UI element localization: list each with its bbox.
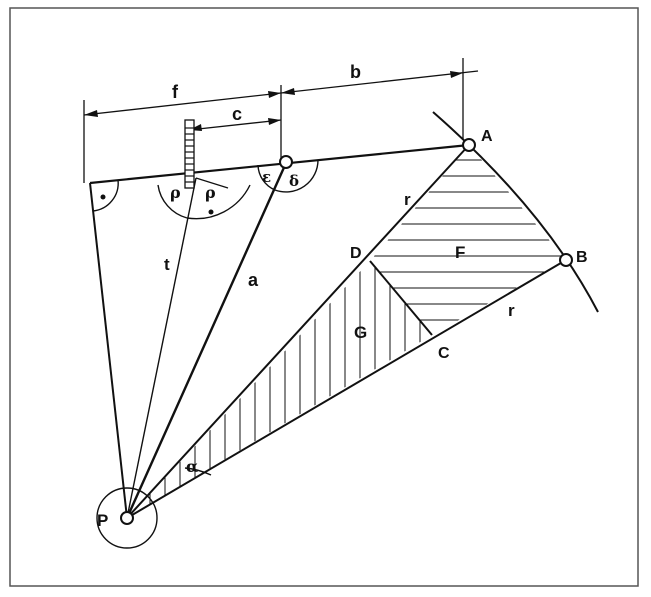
label-rho-right: ρ <box>205 183 216 202</box>
circle-around-p <box>96 487 158 549</box>
line-pb <box>126 259 567 519</box>
arrow-f-right <box>268 91 281 98</box>
label-r-upper: r <box>404 190 411 209</box>
label-c-point: C <box>438 345 450 362</box>
label-d-point: D <box>350 245 362 262</box>
right-angle-dot-rho <box>208 209 214 215</box>
ranging-rod-marks <box>185 127 194 183</box>
line-left-vertical <box>89 182 128 519</box>
line-t <box>126 177 197 519</box>
arrow-c-right <box>268 118 281 125</box>
angle-arc-rho-right <box>186 184 251 220</box>
angle-arc-delta <box>274 159 319 193</box>
arrow-f-left <box>84 110 98 117</box>
arrow-b-right <box>450 71 463 78</box>
label-c: c <box>232 104 242 124</box>
right-angle-dot-left <box>100 194 106 200</box>
dimension-line-c <box>188 119 282 131</box>
label-region-g: G <box>354 323 367 342</box>
label-alpha: α <box>186 457 198 476</box>
rho-ray <box>195 177 229 189</box>
point-station <box>279 155 293 169</box>
angle-arc-epsilon <box>257 164 276 191</box>
point-b <box>559 253 573 267</box>
hatch-region-g <box>149 261 421 518</box>
frame-border <box>9 7 639 587</box>
arc-curve <box>432 111 599 313</box>
label-delta: δ <box>289 172 299 190</box>
label-b-point: B <box>576 249 588 266</box>
line-pa <box>126 144 470 519</box>
line-dc <box>369 260 433 336</box>
label-f: f <box>172 82 179 102</box>
label-rho-left: ρ <box>170 183 181 202</box>
label-t-line: t <box>164 255 170 274</box>
label-b: b <box>350 62 361 82</box>
label-region-f: F <box>455 243 465 262</box>
arrow-b-left <box>281 88 295 95</box>
label-a-line: a <box>248 270 259 290</box>
label-p-point: P <box>97 511 108 530</box>
point-p <box>120 511 134 525</box>
point-a <box>462 138 476 152</box>
ranging-rod <box>184 119 195 189</box>
line-a <box>125 162 288 519</box>
angle-arc-alpha <box>184 467 212 476</box>
label-r-lower: r <box>508 301 515 320</box>
angle-arc-rho-left <box>157 184 188 219</box>
label-a-point: A <box>481 128 493 145</box>
angle-arc-left-right <box>92 179 119 212</box>
label-epsilon: ε <box>262 168 271 186</box>
